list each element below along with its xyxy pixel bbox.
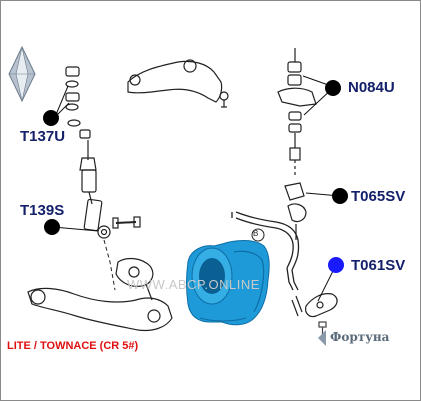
part-code-t139s[interactable]: T139S <box>20 202 65 219</box>
lower-control-arm <box>27 257 173 332</box>
part-code-t137u[interactable]: T137U <box>20 128 66 145</box>
dashed-guide-shock <box>103 239 116 291</box>
lower-mount-bracket <box>291 293 338 318</box>
upper-control-arm <box>127 59 229 108</box>
marker-t061sv <box>328 257 344 273</box>
stabilizer-bushing <box>186 240 270 326</box>
part-code-t061sv[interactable]: T061SV <box>351 257 406 274</box>
marker-n084u <box>325 80 341 96</box>
marker-t139s <box>44 219 60 235</box>
brand-name: Фортуна <box>330 330 390 344</box>
stabilizer-bar <box>231 211 300 291</box>
marker-t065sv <box>332 188 348 204</box>
callout-b-marker <box>251 228 265 242</box>
model-label: LITE / TOWNACE (CR 5#) <box>7 340 139 352</box>
part-code-n084u[interactable]: N084U <box>348 79 395 96</box>
part-code-t065sv[interactable]: T065SV <box>351 188 406 205</box>
watermark-text: WWW.ABCP.ONLINE <box>127 277 260 292</box>
marker-t137u <box>43 110 59 126</box>
shock-absorber <box>79 140 141 239</box>
stabilizer-bracket <box>284 182 307 240</box>
callout-b-label: B <box>253 229 259 238</box>
diamond-logo-icon <box>8 45 36 103</box>
left-parts-stack <box>65 66 91 139</box>
stabilizer-link-stack <box>277 48 317 175</box>
fortuna-logo-icon <box>318 330 326 346</box>
